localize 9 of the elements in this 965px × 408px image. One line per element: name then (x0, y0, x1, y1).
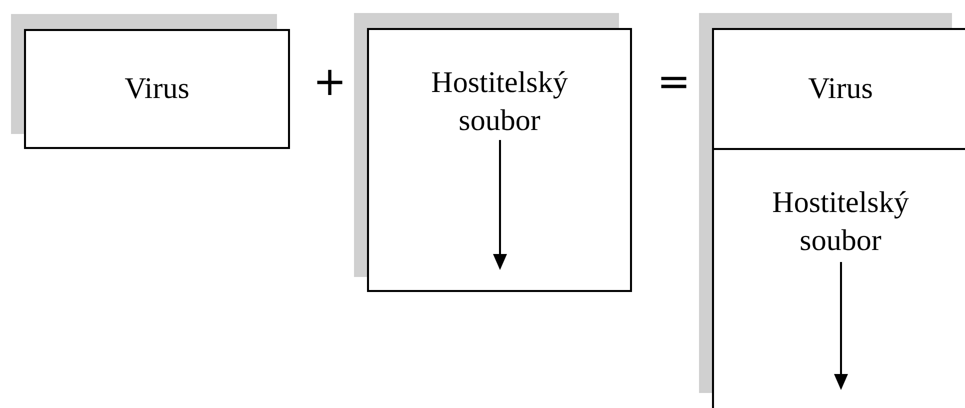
process-box (367, 28, 632, 292)
node-label: Virus (807, 71, 874, 107)
operator-symbol: = (657, 60, 691, 104)
process-box (24, 29, 290, 149)
operator-symbol: + (313, 60, 347, 104)
node-label: Hostitelský soubor (771, 185, 910, 259)
container-box (712, 28, 965, 408)
node-label: Hostitelský soubor (430, 65, 569, 139)
node-label: Virus (124, 71, 190, 107)
